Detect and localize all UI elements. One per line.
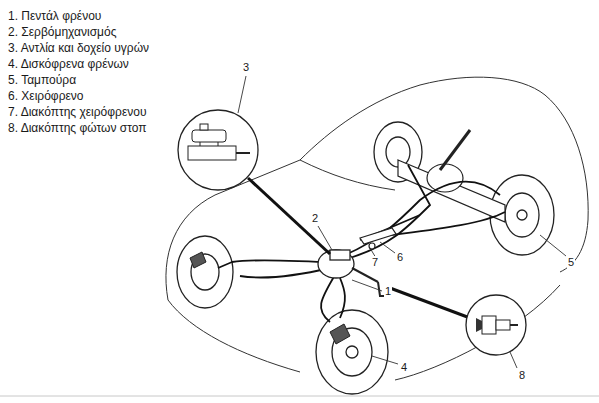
callout-number: 7 — [371, 256, 379, 269]
bottom-rule — [0, 396, 599, 397]
callout-number: 3 — [242, 61, 250, 74]
legend-item: 2. Σερβόμηχανισμός — [8, 25, 116, 39]
legend-item: 7. Διακόπτης χειρόφρενου — [8, 105, 146, 119]
callout-number: 8 — [518, 369, 526, 382]
callout-number: 1 — [384, 285, 392, 298]
brake-lines — [218, 165, 505, 322]
stop-light-switch-inset — [390, 288, 526, 355]
legend-item: 4. Δισκόφρενα φρένων — [8, 57, 129, 71]
servo-and-master-cylinder — [318, 250, 386, 296]
callout-number: 2 — [311, 212, 319, 225]
leader-lines — [238, 76, 566, 368]
callout-number: 6 — [396, 251, 404, 264]
legend-item: 6. Χειρόφρενο — [8, 89, 84, 103]
callout-number: 4 — [400, 361, 408, 374]
legend-item: 1. Πεντάλ φρένου — [8, 9, 101, 23]
legend-item: 3. Αντλία και δοχείο υγρών — [8, 41, 149, 55]
legend-item: 5. Ταμπούρα — [8, 73, 76, 87]
handbrake-lever — [360, 228, 396, 249]
master-cylinder-inset — [178, 110, 330, 254]
legend-item: 8. Διακόπτης φώτων στοπ — [8, 121, 146, 135]
callout-number: 5 — [567, 256, 575, 269]
